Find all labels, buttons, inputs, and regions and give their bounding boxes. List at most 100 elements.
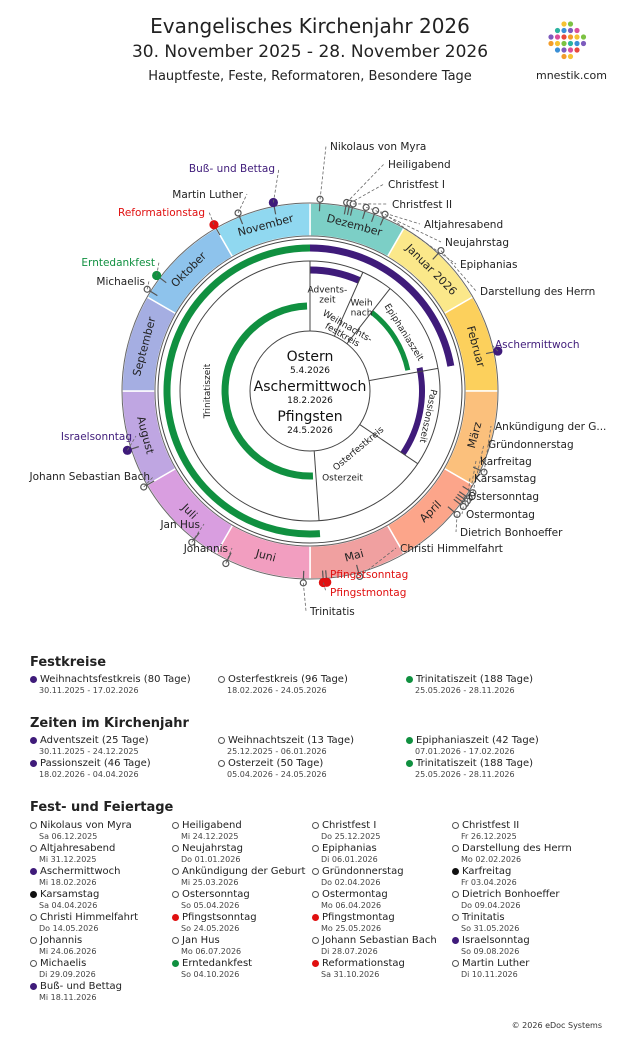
centre-label: 24.5.2026 bbox=[287, 426, 333, 436]
legend-item: Passionszeit (46 Tage)18.02.2026 - 04.04… bbox=[30, 758, 180, 779]
legend-date: Mo 25.05.2026 bbox=[321, 924, 382, 933]
legend-date: Di 10.11.2026 bbox=[461, 970, 518, 979]
legend-label: Osterzeit (50 Tage) bbox=[228, 758, 324, 769]
brand-link[interactable]: mnestik.com bbox=[536, 69, 607, 82]
logo-dot bbox=[561, 27, 567, 34]
event-leader bbox=[302, 582, 307, 612]
legend-dot-icon bbox=[218, 737, 225, 744]
legend-dot-icon bbox=[30, 937, 37, 944]
legend-dot-icon bbox=[172, 822, 179, 829]
section-divider bbox=[333, 272, 364, 337]
feste-heading: Fest- und Feiertage bbox=[30, 800, 174, 815]
legend-dot-icon bbox=[406, 676, 413, 683]
section-divider bbox=[313, 450, 320, 521]
logo-dot bbox=[548, 40, 554, 47]
legend-item-name: Trinitatiszeit (188 Tage) bbox=[406, 758, 556, 769]
legend-dot-icon bbox=[30, 868, 37, 875]
advent-band bbox=[309, 266, 361, 284]
legend-label: Christfest I bbox=[322, 820, 377, 831]
legend-date: 25.05.2026 - 28.11.2026 bbox=[415, 686, 515, 695]
legend-date: 25.12.2025 - 06.01.2026 bbox=[227, 747, 327, 756]
event-leader bbox=[156, 261, 160, 276]
legend-label: Michaelis bbox=[40, 958, 87, 969]
legend-label: Ankündigung der Geburt bbox=[182, 866, 306, 877]
legend-item-name: Epiphaniaszeit (42 Tage) bbox=[406, 735, 556, 746]
legend-label: Trinitatis bbox=[462, 912, 505, 923]
passion-band bbox=[400, 367, 425, 456]
date-range: 30. November 2025 - 28. November 2026 bbox=[131, 42, 489, 62]
event-label: Buß- und Bettag bbox=[189, 163, 275, 175]
event-label: Ankündigung der G... bbox=[495, 421, 606, 433]
legend-label: Jan Hus bbox=[182, 935, 220, 946]
logo-dot bbox=[574, 27, 580, 34]
event-marker bbox=[188, 538, 196, 546]
legend-dot-icon bbox=[452, 960, 459, 967]
festkreise-heading: Festkreise bbox=[30, 655, 107, 670]
event-leader bbox=[472, 443, 485, 493]
event-leader bbox=[146, 280, 150, 290]
legend-date: Di 28.07.2026 bbox=[321, 947, 378, 956]
event-leader bbox=[466, 477, 471, 502]
legend-date: 25.05.2026 - 28.11.2026 bbox=[415, 770, 515, 779]
legend-item-name: Trinitatis bbox=[452, 912, 602, 923]
event-label: Aschermittwoch bbox=[495, 339, 580, 351]
logo-dot bbox=[574, 47, 580, 53]
event-marker bbox=[268, 197, 278, 208]
legend-date: 07.01.2026 - 17.02.2026 bbox=[415, 747, 515, 756]
section-label: Trinitatiszeit bbox=[203, 363, 213, 419]
section-divider bbox=[359, 424, 419, 465]
logo-dot bbox=[548, 34, 554, 40]
legend-dot-icon bbox=[312, 868, 319, 875]
legend-date: Mi 24.06.2026 bbox=[39, 947, 97, 956]
legend-date: Fr 26.12.2025 bbox=[461, 832, 517, 841]
legend-label: Aschermittwoch bbox=[40, 866, 121, 877]
legend-dot-icon bbox=[452, 845, 459, 852]
event-label: Martin Luther bbox=[172, 189, 243, 201]
legend-item: Osterfestkreis (96 Tage)18.02.2026 - 24.… bbox=[218, 674, 368, 695]
event-label: Erntedankfest bbox=[81, 257, 155, 269]
legend-dot-icon bbox=[172, 845, 179, 852]
event-leader bbox=[463, 495, 466, 504]
legend-date: Do 01.01.2026 bbox=[181, 855, 241, 864]
legend-date: Do 25.12.2025 bbox=[321, 832, 381, 841]
legend-dot-icon bbox=[218, 676, 225, 683]
legend-dot-icon bbox=[406, 760, 413, 767]
event-leader bbox=[191, 523, 205, 543]
legend-date: So 05.04.2026 bbox=[181, 901, 240, 910]
section-label-line: Advents- bbox=[307, 286, 347, 296]
legend-dot-icon bbox=[312, 937, 319, 944]
legend-item-name: Ostermontag bbox=[312, 889, 462, 900]
legend-item-name: Christfest I bbox=[312, 820, 462, 831]
centre-label: 5.4.2026 bbox=[290, 366, 330, 376]
legend-label: Epiphanias bbox=[322, 843, 377, 854]
logo-dot bbox=[567, 53, 574, 60]
legend-label: Ostermontag bbox=[322, 889, 388, 900]
legend-dot-icon bbox=[172, 937, 179, 944]
legend-item-name: Nikolaus von Myra bbox=[30, 820, 180, 831]
legend-label: Darstellung des Herrn bbox=[462, 843, 572, 854]
legend-item-name: Darstellung des Herrn bbox=[452, 843, 602, 854]
event-leader bbox=[483, 425, 492, 473]
legend-date: Sa 04.04.2026 bbox=[39, 901, 98, 910]
event-label: Michaelis bbox=[96, 276, 145, 288]
legend-dot-icon bbox=[172, 960, 179, 967]
legend-date: 05.04.2026 - 24.05.2026 bbox=[227, 770, 327, 779]
legend-date: Mo 06.07.2026 bbox=[181, 947, 242, 956]
trinitatis-inner-band bbox=[221, 302, 314, 480]
legend-label: Christfest II bbox=[462, 820, 520, 831]
event-leader bbox=[319, 145, 327, 200]
legend-date: Do 09.04.2026 bbox=[461, 901, 521, 910]
legend-label: Trinitatiszeit (188 Tage) bbox=[416, 758, 534, 769]
legend-label: Altjahresabend bbox=[40, 843, 116, 854]
legend-date: 18.02.2026 - 24.05.2026 bbox=[227, 686, 327, 695]
